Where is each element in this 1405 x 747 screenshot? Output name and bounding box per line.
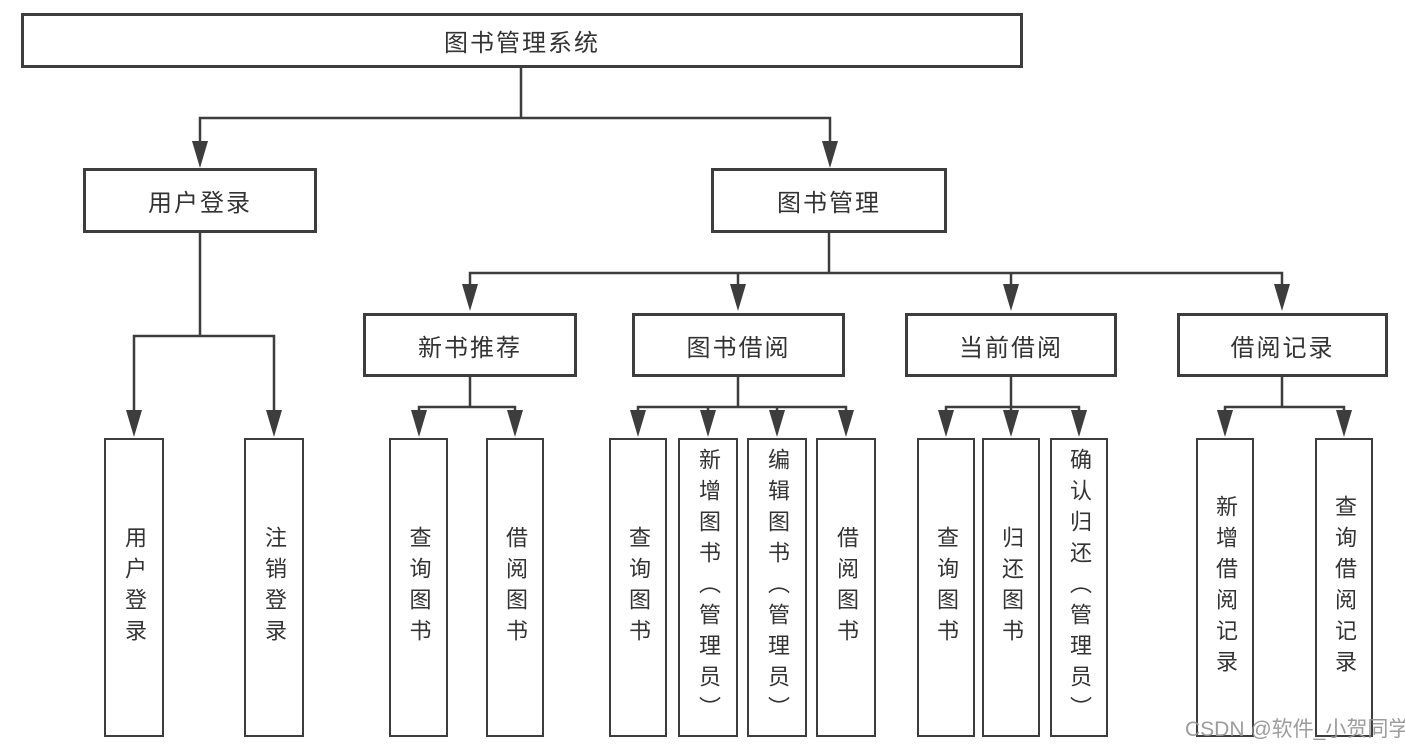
leaf-add-books-admin-label: 新增图书（管理员）: [696, 448, 721, 727]
leaf-add-borrow-record-label: 新增借阅记录: [1213, 494, 1238, 681]
connector-borrowing-records-group: [1217, 377, 1352, 437]
node-user-login-label: 用户登录: [148, 190, 252, 217]
leaf-query-books-2: 查询图书: [609, 438, 667, 737]
connector-book-management-to-level3: [462, 233, 1290, 311]
leaf-query-books-3-label: 查询图书: [934, 525, 959, 650]
leaf-edit-books-admin: 编辑图书（管理员）: [747, 438, 807, 737]
leaf-borrow-books-2-label: 借阅图书: [834, 525, 859, 650]
node-new-book-recommend: 新书推荐: [363, 313, 577, 377]
node-book-management: 图书管理: [711, 168, 947, 233]
leaf-query-borrow-record: 查询借阅记录: [1315, 438, 1373, 737]
node-user-login: 用户登录: [83, 168, 317, 233]
connector-new-book-group: [411, 377, 523, 437]
node-book-borrowing-label: 图书借阅: [686, 334, 791, 362]
node-current-borrowing: 当前借阅: [905, 313, 1117, 377]
connector-root-to-level2: [192, 68, 838, 168]
leaf-add-borrow-record: 新增借阅记录: [1196, 438, 1254, 737]
csdn-watermark: CSDN @软件_小贺同学: [1185, 718, 1405, 741]
leaf-logout: 注销登录: [244, 438, 304, 737]
leaf-borrow-books-2: 借阅图书: [816, 438, 876, 737]
node-root-label: 图书管理系统: [444, 30, 600, 57]
node-current-borrowing-label: 当前借阅: [959, 334, 1063, 362]
node-borrowing-records-label: 借阅记录: [1230, 334, 1335, 362]
leaf-query-books-1-label: 查询图书: [406, 525, 432, 650]
leaf-logout-label: 注销登录: [262, 525, 287, 650]
leaf-edit-books-admin-label: 编辑图书（管理员）: [765, 448, 790, 727]
leaf-borrow-books-1-label: 借阅图书: [503, 525, 528, 650]
leaf-borrow-books-1: 借阅图书: [486, 438, 544, 737]
node-book-borrowing: 图书借阅: [632, 313, 845, 377]
node-new-book-recommend-label: 新书推荐: [418, 334, 522, 362]
leaf-confirm-return-admin: 确认归还（管理员）: [1050, 438, 1108, 737]
leaf-user-login: 用户登录: [104, 438, 164, 737]
leaf-user-login-label: 用户登录: [122, 525, 147, 650]
connector-user-login-group: [126, 233, 282, 437]
leaf-confirm-return-admin-label: 确认归还（管理员）: [1067, 448, 1092, 727]
leaf-query-books-1: 查询图书: [389, 438, 448, 737]
node-borrowing-records: 借阅记录: [1177, 313, 1388, 377]
leaf-query-books-3: 查询图书: [917, 438, 975, 737]
leaf-return-books-label: 归还图书: [999, 525, 1024, 650]
connector-book-borrowing-group: [630, 377, 854, 437]
leaf-query-borrow-record-label: 查询借阅记录: [1332, 494, 1357, 681]
leaf-query-books-2-label: 查询图书: [626, 525, 651, 650]
leaf-add-books-admin: 新增图书（管理员）: [678, 438, 738, 737]
node-root: 图书管理系统: [21, 13, 1023, 68]
leaf-return-books: 归还图书: [982, 438, 1040, 737]
connector-current-borrowing-group: [938, 377, 1087, 437]
node-book-management-label: 图书管理: [777, 190, 881, 217]
